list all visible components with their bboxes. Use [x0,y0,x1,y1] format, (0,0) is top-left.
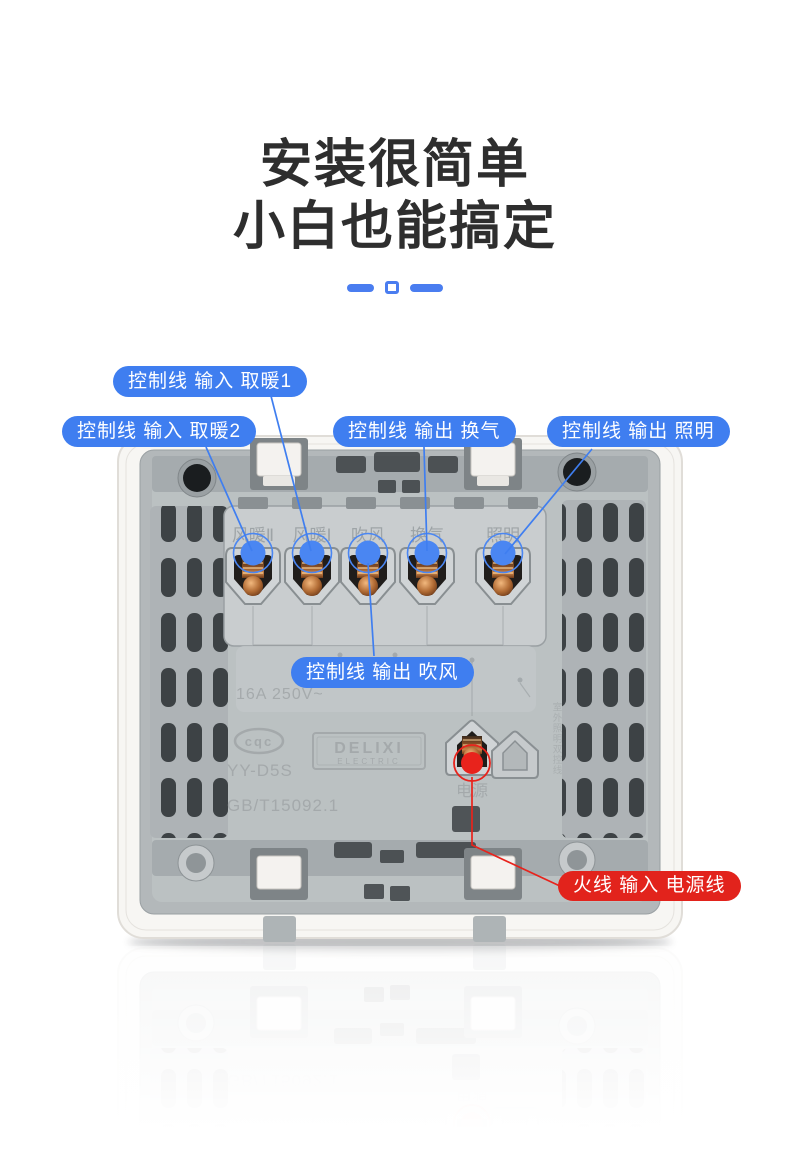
terminal-power [445,719,499,782]
callout-heat2: 控制线 输入 取暖2 [62,416,257,447]
terminal-marker-dot [299,540,325,566]
switch-panel: 风暖Ⅱ 风暖Ⅰ 吹风 换气 照明 [117,435,683,942]
terminal-label-light: 照明 [486,526,520,545]
callout-line-live [471,777,563,888]
screw-hole-top-right [557,452,597,492]
terminal-block-tabs [238,497,538,509]
panel-markings: 16A 250V~ cqc YY-D5S DELIXI ELECTRIC GB/… [227,686,562,815]
divider-dash-short-icon [347,283,374,292]
vent-slots-left [150,506,228,838]
terminal-label-heat1: 风暖Ⅰ [292,526,331,545]
brand-sub-text: ELECTRIC [337,757,401,766]
terminal-marker-dot [240,540,266,566]
rating-text: 16A 250V~ [236,686,324,703]
mount-clip-bottom-left [250,848,308,900]
terminal-marker-dot [414,540,440,566]
screw-hole-top-left [177,458,217,498]
brand-logo: DELIXI ELECTRIC [312,732,426,770]
divider-square-icon [385,281,399,294]
callout-light: 控制线 输出 照明 [547,416,730,447]
terminal-marker-ring [232,532,274,574]
callout-line-heat1 [270,395,312,552]
bottom-edge-tabs [263,916,506,942]
terminal-marker-dot [355,540,381,566]
callout-line-vent [423,446,428,552]
terminal-marker-ring [482,532,524,574]
callout-line-heat2 [205,446,253,552]
terminal-row [225,532,531,605]
callout-vent: 控制线 输出 换气 [333,416,516,447]
terminal-labels-row: 风暖Ⅱ 风暖Ⅰ 吹风 换气 照明 [232,526,520,545]
top-middle-slots [336,452,458,493]
model-text: YY-D5S [227,761,293,780]
mount-clip-bottom-right [464,848,522,900]
terminal-light [475,532,531,605]
headline-line2: 小白也能搞定 [232,198,557,256]
callout-lines [205,395,593,888]
callout-heat1: 控制线 输入 取暖1 [113,366,308,397]
power-marker-dot [461,752,483,774]
terminal-heat1 [284,532,340,605]
spare-housing [491,730,539,779]
callout-line-light [504,448,593,555]
reflection-fade [0,946,790,1151]
brand-text: DELIXI [334,740,404,757]
screw-hole-bottom-right [558,841,596,879]
terminal-vent [399,532,455,605]
terminal-marker-ring [291,532,333,574]
terminal-label-blow: 吹风 [351,526,385,545]
cqc-logo-text: cqc [245,734,273,749]
title-divider [0,281,790,294]
mount-clip-top-right [464,438,522,490]
vent-slots-right [562,500,646,838]
side-note-text: 室外照明双控线 [551,701,563,775]
callout-live-wire: 火线 输入 电源线 [558,871,741,901]
standard-text: GB/T15092.1 [227,796,339,815]
cqc-logo-icon [233,727,285,755]
divider-dash-long-icon [410,283,443,292]
mount-clip-top-left [250,438,308,490]
terminal-marker-dot [490,540,516,566]
callout-blow: 控制线 输出 吹风 [291,657,474,688]
switch-symbols [337,652,523,683]
screw-hole-bottom-left [177,844,215,882]
callout-line-blow [367,562,375,657]
terminal-heat2 [225,532,281,605]
headline-line1: 安装很简单 [259,136,530,194]
